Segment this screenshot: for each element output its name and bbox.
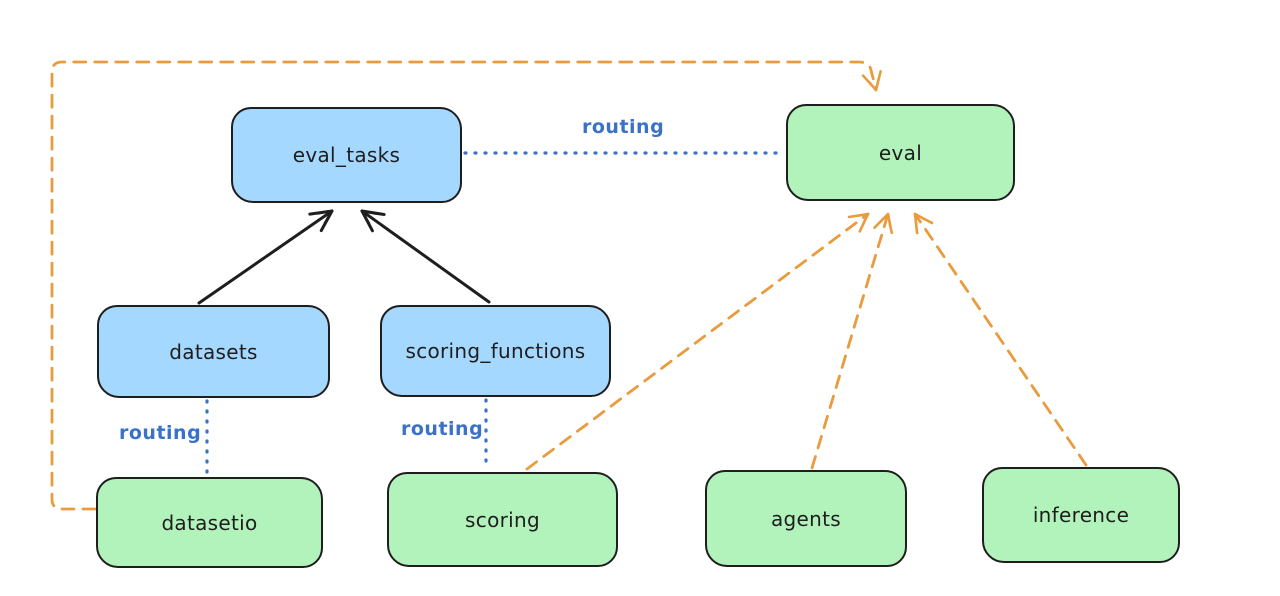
edge-label-routing-eval-tasks-eval: routing (582, 116, 665, 138)
edge-scoring-functions-to-eval-tasks (360, 209, 491, 304)
node-scoring-functions-label: scoring_functions (405, 339, 586, 363)
edge-label-routing-datasets-datasetio: routing (119, 422, 202, 444)
node-inference-label: inference (1032, 503, 1130, 527)
node-eval-tasks-label: eval_tasks (292, 143, 401, 167)
node-eval-label: eval (878, 140, 923, 165)
node-scoring-functions: scoring_functions (380, 305, 611, 397)
edge-datasets-to-eval-tasks (197, 209, 334, 305)
node-eval: eval (786, 104, 1015, 201)
node-agents-label: agents (771, 506, 841, 531)
edge-agents-to-eval (810, 212, 894, 470)
edge-label-routing-scoring-functions-scoring: routing (401, 418, 484, 440)
node-datasetio-label: datasetio (161, 510, 258, 535)
node-scoring: scoring (387, 472, 618, 567)
node-agents: agents (705, 470, 907, 567)
node-datasetio: datasetio (96, 477, 323, 568)
node-inference: inference (982, 467, 1180, 563)
node-datasets-label: datasets (169, 339, 258, 364)
edge-inference-to-eval (913, 212, 1088, 467)
node-eval-tasks: eval_tasks (231, 107, 462, 203)
node-scoring-label: scoring (465, 507, 540, 532)
node-datasets: datasets (97, 305, 330, 398)
